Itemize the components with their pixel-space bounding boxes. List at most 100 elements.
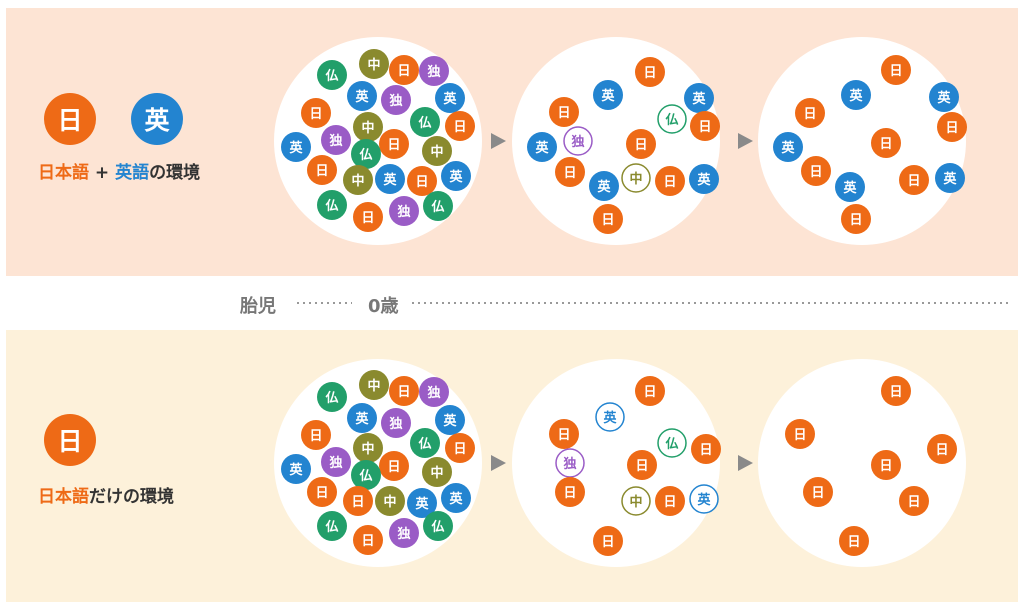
bubble-label: 中 [430,465,443,481]
stage-arrow-top-2 [738,133,753,149]
language-bubble-bottom-1-14: 日 [379,451,409,481]
bubble-circle [445,433,475,463]
bubble-circle [593,526,623,556]
language-bubble-top-1-24: 独 [389,196,419,226]
bubble-circle [445,111,475,141]
language-bubble-top-2-10: 日 [555,157,585,187]
language-bubble-top-1-22: 仏 [317,190,347,220]
bubble-circle [899,486,929,516]
bubble-label: 日 [889,64,902,79]
bubble-circle [595,402,625,432]
language-bubble-bottom-2-3: 日 [549,419,579,449]
bubble-circle [351,139,381,169]
bubble-label: 仏 [431,200,444,215]
bubble-label: 日 [397,385,410,400]
bubble-circle [307,477,337,507]
bubble-circle [773,132,803,162]
language-bubble-bottom-1-10: 仏 [410,428,440,458]
language-bubble-top-1-18: 英 [375,164,405,194]
language-bubble-bottom-1-9: 中 [353,433,383,463]
language-bubble-top-3-4: 日 [795,98,825,128]
language-bubble-top-1-17: 日 [307,155,337,185]
bubble-label: 日 [935,443,948,458]
language-bubble-bottom-1-22: 仏 [317,511,347,541]
language-bubble-bottom-1-11: 日 [445,433,475,463]
language-bubble-bottom-2-2: 英 [595,402,625,432]
bubble-circle [379,451,409,481]
bubble-circle [435,83,465,113]
bubble-label: 英 [691,91,706,107]
bubble-circle [621,486,651,516]
language-bubble-bottom-1-7: 独 [381,408,411,438]
bubble-circle [347,403,377,433]
language-bubble-bottom-3-5: 日 [803,477,833,507]
bubble-label: 日 [563,166,576,181]
bubble-label: 独 [329,455,342,471]
bubble-label: 日 [387,460,400,475]
language-bubble-bottom-1-21: 英 [441,483,471,513]
bubble-label: 中 [430,144,443,160]
bubble-label: 日 [361,211,374,226]
bilingual-caption: 日本語 + 英語の環境 [38,158,200,183]
bubble-circle [835,172,865,202]
bubble-label: 日 [309,429,322,444]
bubble-circle [419,56,449,86]
bubble-label: 仏 [325,199,338,214]
bubble-label: 仏 [359,469,372,484]
bubble-label: 日 [601,535,614,550]
bubble-circle [795,98,825,128]
bubble-circle [422,136,452,166]
language-bubble-top-1-6: 独 [381,85,411,115]
language-bubble-top-2-8: 独 [563,126,593,156]
language-bubble-top-2-4: 日 [549,97,579,127]
language-bubble-bottom-1-25: 仏 [423,511,453,541]
language-bubble-bottom-1-16: 仏 [351,460,381,490]
language-bubble-bottom-1-23: 日 [353,525,383,555]
language-bubble-bottom-1-4: 仏 [317,382,347,412]
language-bubble-top-3-7: 日 [871,128,901,158]
language-bubble-top-1-12: 英 [281,132,311,162]
bubble-circle [410,428,440,458]
bubble-label: 日 [361,534,374,549]
language-bubble-top-1-14: 日 [379,129,409,159]
language-bubble-bottom-1-13: 独 [321,447,351,477]
bubble-circle [281,454,311,484]
bubble-circle [407,166,437,196]
language-bubble-top-2-11: 英 [589,171,619,201]
language-bubble-top-1-19: 中 [343,165,373,195]
language-bubble-bottom-1-19: 日 [343,486,373,516]
bubble-circle [689,164,719,194]
caption-environment: の環境 [149,163,201,183]
bubble-circle [353,202,383,232]
bubble-label: 仏 [325,520,338,535]
bubble-label: 独 [329,133,342,149]
bubble-circle [655,166,685,196]
bubble-circle [549,419,579,449]
bubble-label: 日 [699,443,712,458]
bubble-circle [353,433,383,463]
bubble-label: 英 [442,413,457,429]
language-bubble-top-1-20: 日 [407,166,437,196]
bubble-label: 日 [453,442,466,457]
bubble-label: 日 [809,165,822,180]
language-bubble-bottom-1-17: 日 [307,477,337,507]
language-bubble-bottom-3-7: 日 [839,526,869,556]
language-bubble-bottom-1-20: 英 [407,488,437,518]
bubble-circle [801,156,831,186]
bubble-label: 日 [387,138,400,153]
bubble-label: 仏 [418,116,431,131]
language-bubble-top-2-3: 英 [684,83,714,113]
language-bubble-bottom-1-12: 英 [281,454,311,484]
bubble-circle [627,450,657,480]
bubble-label: 仏 [359,148,372,163]
bubble-label: 日 [698,120,711,135]
bubble-label: 日 [309,107,322,122]
bubble-circle [593,80,623,110]
language-bubble-top-1-4: 独 [419,56,449,86]
bubble-label: 日 [803,107,816,122]
language-bubble-top-1-7: 英 [435,83,465,113]
bubble-label: 中 [629,494,642,510]
bubble-circle [347,81,377,111]
bubble-label: 仏 [418,437,431,452]
